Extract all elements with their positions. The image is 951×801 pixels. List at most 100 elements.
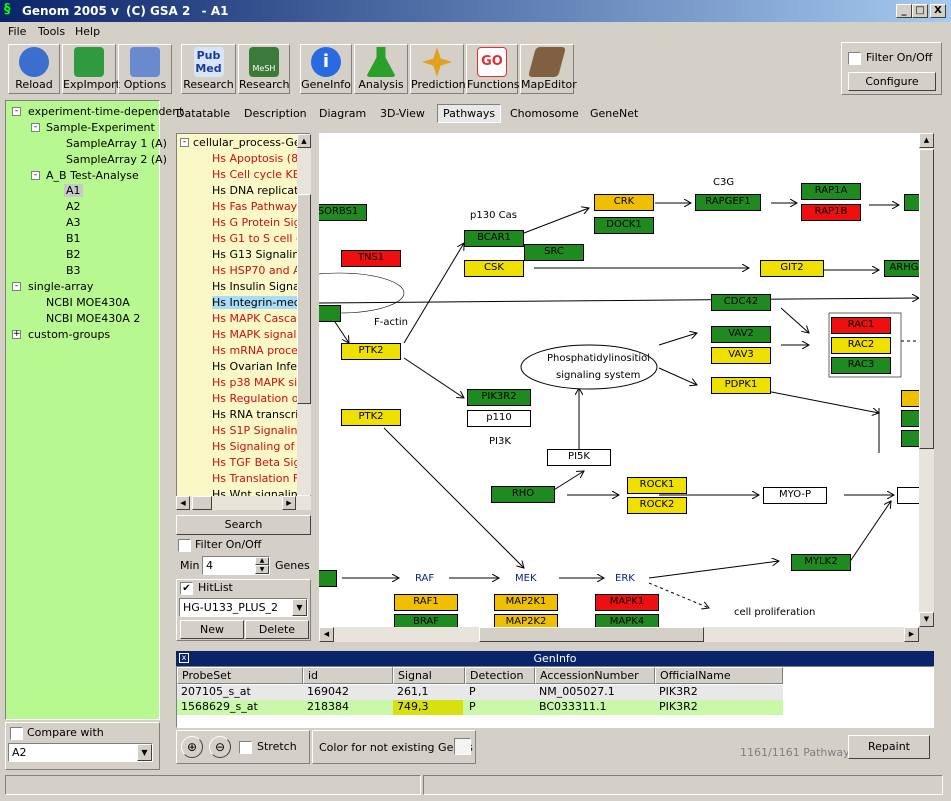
table-row[interactable] bbox=[177, 685, 783, 700]
menu-tools[interactable]: Tools bbox=[38, 25, 66, 38]
maximize-button[interactable]: □ bbox=[912, 4, 928, 18]
zoom-out-icon[interactable]: ⊖ bbox=[209, 736, 231, 758]
delete-button[interactable]: Delete bbox=[245, 620, 309, 639]
pathway-list-item[interactable]: Hs MAPK Cascac bbox=[212, 312, 302, 325]
gene-node-csk[interactable]: CSK bbox=[464, 260, 524, 277]
tab-3d-view[interactable]: 3D-View bbox=[380, 107, 425, 120]
pathway-list-item[interactable]: Hs Ovarian Infertil bbox=[212, 360, 302, 373]
tree-node[interactable]: A2 bbox=[66, 200, 81, 213]
tab-diagram[interactable]: Diagram bbox=[319, 107, 367, 120]
column-header[interactable]: id bbox=[303, 667, 393, 684]
chevron-down-icon[interactable]: ▼ bbox=[137, 744, 152, 761]
tree-node[interactable]: NCBI MOE430A bbox=[46, 296, 130, 309]
gene-node-ptk2[interactable]: PTK2 bbox=[341, 343, 401, 360]
hitlist-checkbox[interactable]: ✔ bbox=[180, 582, 193, 595]
pathway-list-item[interactable]: Hs MAPK signalin bbox=[212, 328, 302, 341]
gene-node-arhg[interactable]: ARHG bbox=[884, 260, 919, 277]
tree-collapse-icon[interactable]: - bbox=[31, 123, 40, 132]
gene-node-rapgef1[interactable]: RAPGEF1 bbox=[695, 194, 761, 211]
scroll-thumb[interactable] bbox=[919, 149, 934, 449]
gene-node-map2k2[interactable]: MAP2K2 bbox=[494, 614, 558, 627]
geneinfo-button[interactable]: i GeneInfo bbox=[300, 44, 352, 94]
gene-node-git2[interactable]: GIT2 bbox=[760, 260, 824, 277]
column-header[interactable]: ProbeSet bbox=[177, 667, 303, 684]
pathway-list-item[interactable]: Hs Apoptosis (82/ bbox=[212, 152, 302, 165]
pathway-list-item[interactable]: Hs Translation Fa bbox=[212, 472, 302, 485]
gene-node-rac3[interactable]: RAC3 bbox=[831, 357, 891, 374]
zoom-in-icon[interactable]: ⊕ bbox=[181, 736, 203, 758]
gene-node-tns1[interactable]: TNS1 bbox=[341, 250, 401, 267]
expimport-button[interactable]: ExpImport bbox=[62, 44, 120, 94]
scroll-thumb[interactable] bbox=[479, 627, 704, 642]
pathway-list-item[interactable]: Hs DNA replicatio bbox=[212, 184, 302, 197]
gene-node-pi5k[interactable]: PI5K bbox=[547, 449, 611, 466]
gene-node-partial-4[interactable] bbox=[901, 410, 919, 427]
close-button[interactable]: X bbox=[930, 4, 946, 18]
close-icon[interactable]: x bbox=[179, 653, 189, 663]
prediction-button[interactable]: Prediction bbox=[410, 44, 466, 94]
gene-node-dock1[interactable]: DOCK1 bbox=[594, 217, 654, 234]
pathway-list-item[interactable]: Hs Fas Pathway a bbox=[212, 200, 302, 213]
gene-node-partial-6[interactable] bbox=[319, 570, 337, 587]
scroll-thumb[interactable] bbox=[192, 496, 212, 510]
tree-node[interactable]: B3 bbox=[66, 264, 81, 277]
chevron-down-icon[interactable]: ▼ bbox=[292, 599, 307, 616]
diagram-vscroll[interactable]: ▲ ▼ bbox=[919, 133, 934, 627]
repaint-button[interactable]: Repaint bbox=[848, 735, 930, 759]
filter-top-checkbox[interactable] bbox=[848, 52, 861, 65]
scroll-left-icon[interactable]: ◀ bbox=[319, 627, 334, 642]
pathway-list-item[interactable]: Hs S1P Signaling bbox=[212, 424, 302, 437]
tree-collapse-icon[interactable]: - bbox=[12, 107, 21, 116]
pathway-list-item[interactable]: Hs G Protein Sign bbox=[212, 216, 302, 229]
min-genes-stepper[interactable]: 4 ▲ ▼ bbox=[202, 556, 270, 575]
gene-node-bcar1[interactable]: BCAR1 bbox=[464, 230, 524, 247]
pathway-list-item[interactable]: Hs p38 MAPK sig bbox=[212, 376, 302, 389]
gene-node-rho[interactable]: RHO bbox=[491, 486, 555, 503]
scroll-up-icon[interactable]: ▲ bbox=[919, 133, 934, 148]
scroll-left-icon[interactable]: ◀ bbox=[176, 496, 190, 510]
gene-node-rac2[interactable]: RAC2 bbox=[831, 337, 891, 354]
scroll-right-icon[interactable]: ▶ bbox=[282, 496, 296, 510]
configure-button[interactable]: Configure bbox=[848, 72, 936, 91]
reload-button[interactable]: Reload bbox=[8, 44, 60, 94]
gene-node-raf1[interactable]: RAF1 bbox=[394, 594, 458, 611]
column-header[interactable]: Detection bbox=[465, 667, 535, 684]
tree-node[interactable]: custom-groups bbox=[28, 328, 111, 341]
gene-node-m[interactable] bbox=[904, 194, 919, 211]
gene-node-map2k1[interactable]: MAP2K1 bbox=[494, 594, 558, 611]
tree-node[interactable]: A_B Test-Analyse bbox=[46, 169, 139, 182]
diagram-hscroll[interactable]: ◀ ▶ bbox=[319, 627, 919, 642]
pathway-list-item[interactable]: Hs RNA transcrip bbox=[212, 408, 302, 421]
stepper-up-icon[interactable]: ▲ bbox=[255, 557, 269, 565]
pathway-list-item[interactable]: Hs Integrin-mediat bbox=[212, 296, 302, 309]
gene-node-sorbs1[interactable]: SORBS1 bbox=[319, 204, 367, 221]
column-header[interactable]: OfficialName bbox=[655, 667, 783, 684]
pathway-scrollbar[interactable]: ▲ ▼ bbox=[297, 134, 311, 509]
table-row[interactable] bbox=[177, 700, 783, 715]
stretch-checkbox[interactable] bbox=[239, 741, 252, 754]
gene-node-rock2[interactable]: ROCK2 bbox=[627, 497, 687, 514]
pathway-hscroll[interactable]: ◀ ▶ bbox=[176, 496, 311, 510]
tree-node[interactable]: B2 bbox=[66, 248, 81, 261]
pathway-list-item[interactable]: Hs Cell cycle KEG bbox=[212, 168, 302, 181]
menu-help[interactable]: Help bbox=[75, 25, 101, 38]
gene-node-braf[interactable]: BRAF bbox=[394, 614, 458, 627]
tree-node[interactable]: B1 bbox=[66, 232, 81, 245]
search-button[interactable]: Search bbox=[176, 515, 311, 535]
gene-node-crk[interactable]: CRK bbox=[594, 194, 654, 211]
gene-node-mapk4[interactable]: MAPK4 bbox=[595, 614, 659, 627]
tab-datatable[interactable]: Datatable bbox=[176, 107, 231, 120]
tab-description[interactable]: Description bbox=[244, 107, 307, 120]
tree-node[interactable]: Sample-Experiment bbox=[46, 121, 155, 134]
gene-node-partial[interactable] bbox=[319, 305, 341, 322]
column-header[interactable]: AccessionNumber bbox=[535, 667, 655, 684]
gene-node-partial-5[interactable] bbox=[901, 430, 919, 447]
gene-node-mapk1[interactable]: MAPK1 bbox=[595, 594, 659, 611]
scroll-up-icon[interactable]: ▲ bbox=[297, 134, 311, 148]
analysis-button[interactable]: Analysis bbox=[354, 44, 408, 94]
options-button[interactable]: Options bbox=[118, 44, 172, 94]
gene-node-ptk2-2[interactable]: PTK2 bbox=[341, 409, 401, 426]
minimize-button[interactable]: _ bbox=[896, 4, 912, 18]
pathway-list-item[interactable]: Hs TGF Beta Sign bbox=[212, 456, 302, 469]
